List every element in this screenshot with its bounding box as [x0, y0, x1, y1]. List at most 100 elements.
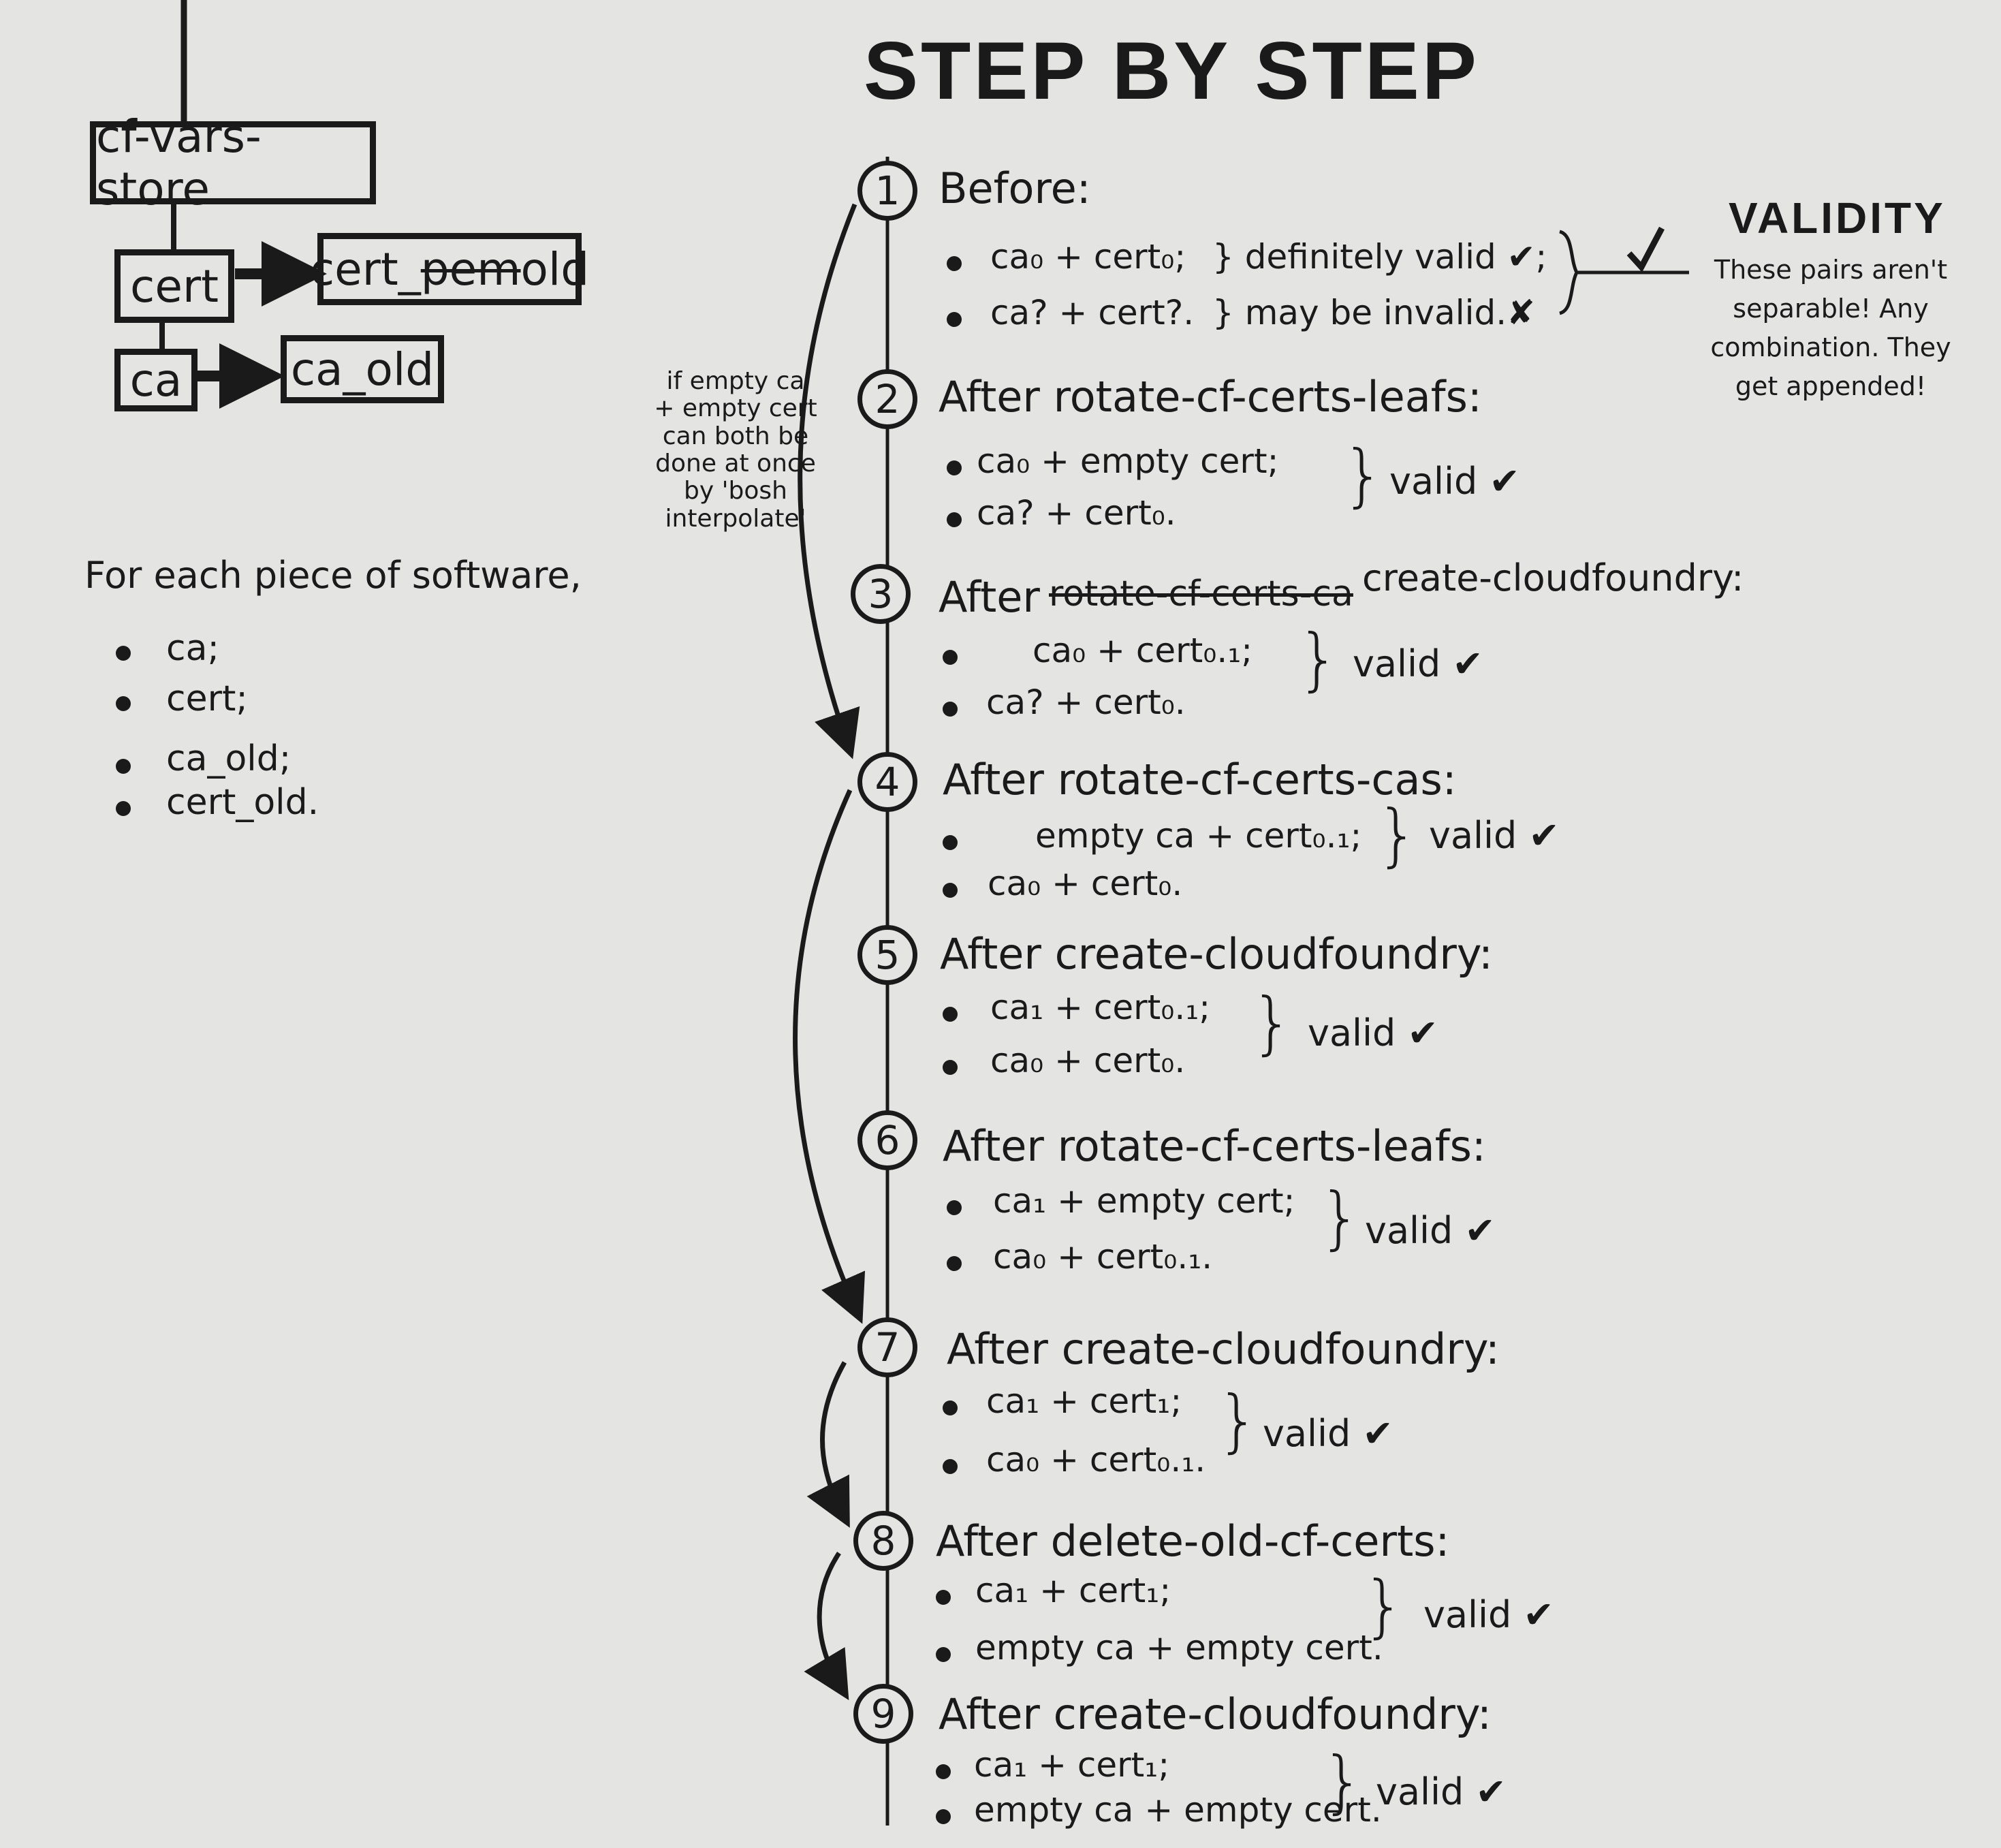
step-4-line-1: empty ca + cert₀.₁; [1035, 816, 1362, 856]
bullet-icon [936, 1647, 951, 1662]
step-3-heading: After [939, 572, 1040, 622]
step-9-heading: After create-cloudfoundry: [939, 1689, 1492, 1739]
step-6-heading: After rotate-cf-certs-leafs: [943, 1121, 1486, 1171]
software-heading: For each piece of software, [84, 554, 582, 597]
software-item: cert; [166, 678, 248, 719]
software-item: ca; [166, 628, 219, 669]
step-9-line-1: ca₁ + cert₁; [974, 1745, 1170, 1785]
step-6-number: 6 [857, 1110, 917, 1170]
step-8-line-1: ca₁ + cert₁; [975, 1571, 1171, 1610]
step-9-valid: valid ✔ [1376, 1770, 1507, 1813]
step-5-heading: After create-cloudfoundry: [940, 929, 1493, 979]
step-7-valid: valid ✔ [1263, 1412, 1393, 1455]
step-4-brace: } [1376, 795, 1419, 875]
bullet-icon [947, 512, 962, 527]
jump-arrow-8-to-9 [804, 1552, 849, 1701]
side-note: if empty ca + empty cert can both be don… [654, 367, 817, 533]
jump-arrow-1-to-4 [798, 203, 860, 759]
bullet-icon [936, 1590, 951, 1605]
step-7-line-2: ca₀ + cert₀.₁. [986, 1440, 1206, 1479]
step-2-number: 2 [857, 369, 917, 429]
step-3-number: 3 [851, 564, 911, 624]
bullet-icon [947, 1200, 962, 1215]
step-9-brace: } [1321, 1742, 1365, 1821]
bullet-icon [116, 801, 131, 816]
step-4-line-2: ca₀ + cert₀. [988, 864, 1183, 903]
step-6-line-2: ca₀ + cert₀.₁. [993, 1237, 1213, 1277]
step-8-line-2: empty ca + empty cert. [975, 1628, 1383, 1667]
step-3-valid: valid ✔ [1353, 642, 1483, 685]
step-4-number: 4 [857, 752, 917, 812]
jump-arrow-7-to-8 [806, 1361, 850, 1528]
cert-old-label: cert_ [309, 242, 421, 296]
cert-old-label-rest: old [520, 242, 590, 296]
bullet-icon [116, 759, 131, 774]
bullet-icon [116, 696, 131, 711]
store-root-label: cf-vars-store [96, 110, 262, 215]
step-1-line-1: ca₀ + cert₀; [990, 237, 1186, 277]
bullet-icon [943, 702, 958, 717]
step-2-line-1: ca₀ + empty cert; [977, 441, 1279, 481]
bullet-icon [943, 1459, 958, 1474]
step-1-note-1: } definitely valid ✔; [1212, 237, 1547, 277]
step-4-heading: After rotate-cf-certs-cas: [943, 755, 1457, 804]
ca-old-box: ca_old [281, 335, 444, 403]
step-7-brace: } [1216, 1381, 1260, 1460]
step-3-line-2: ca? + cert₀. [986, 683, 1186, 722]
step-2-line-2: ca? + cert₀. [977, 493, 1176, 533]
bullet-icon [943, 1060, 958, 1075]
software-item: ca_old; [166, 738, 292, 779]
step-1-note-2: } may be invalid.✘ [1212, 293, 1536, 332]
step-4-valid: valid ✔ [1429, 814, 1560, 857]
bullet-icon [943, 883, 958, 898]
step-1-heading: Before: [939, 163, 1091, 213]
step-8-number: 8 [853, 1511, 913, 1571]
bullet-icon [943, 835, 958, 850]
bullet-icon [943, 650, 958, 665]
step-5-brace: } [1250, 983, 1294, 1063]
step-1-number: 1 [857, 161, 917, 221]
step-5-line-1: ca₁ + cert₀.₁; [990, 988, 1211, 1027]
ca-box: ca [114, 349, 198, 411]
step-7-heading: After create-cloudfoundry: [947, 1324, 1500, 1374]
validity-title: VALIDITY [1729, 193, 1946, 242]
bullet-icon [947, 312, 962, 327]
bullet-icon [936, 1764, 951, 1779]
validity-brace [1558, 230, 1579, 315]
ca-old-label: ca_old [290, 343, 435, 396]
step-6-brace: } [1319, 1178, 1362, 1257]
step-6-valid: valid ✔ [1365, 1209, 1496, 1252]
software-item: cert_old. [166, 782, 319, 823]
bullet-icon [943, 1400, 958, 1415]
step-2-valid: valid ✔ [1389, 460, 1520, 503]
bullet-icon [943, 1007, 958, 1022]
bullet-icon [947, 1256, 962, 1271]
bullet-icon [947, 460, 962, 475]
step-8-brace: } [1362, 1566, 1406, 1646]
step-5-valid: valid ✔ [1308, 1012, 1438, 1054]
step-9-number: 9 [853, 1684, 913, 1744]
step-7-number: 7 [857, 1317, 917, 1377]
step-6-line-1: ca₁ + empty cert; [993, 1181, 1295, 1221]
bullet-icon [116, 646, 131, 661]
step-3-line-1: ca₀ + cert₀.₁; [1033, 631, 1253, 670]
bullet-icon [936, 1809, 951, 1824]
step-8-valid: valid ✔ [1423, 1593, 1554, 1636]
store-root-box: cf-vars-store [90, 110, 376, 215]
cert-label: cert [130, 260, 219, 313]
step-3-brace: } [1297, 619, 1340, 699]
step-5-number: 5 [857, 925, 917, 985]
step-9-line-2: empty ca + empty cert. [974, 1790, 1382, 1830]
jump-arrow-4-to-7 [793, 789, 866, 1324]
bullet-icon [947, 256, 962, 271]
step-1-line-2: ca? + cert?. [990, 293, 1195, 332]
validity-check-icon [1626, 226, 1665, 272]
ca-label: ca [129, 354, 183, 407]
cert-box: cert [114, 249, 234, 323]
validity-note: These pairs aren't separable! Any combin… [1710, 255, 1951, 401]
step-3-heading-struck: rotate-cf-certs-ca [1049, 574, 1353, 614]
step-2-heading: After rotate-cf-certs-leafs: [939, 372, 1482, 422]
step-5-line-2: ca₀ + cert₀. [990, 1041, 1186, 1080]
